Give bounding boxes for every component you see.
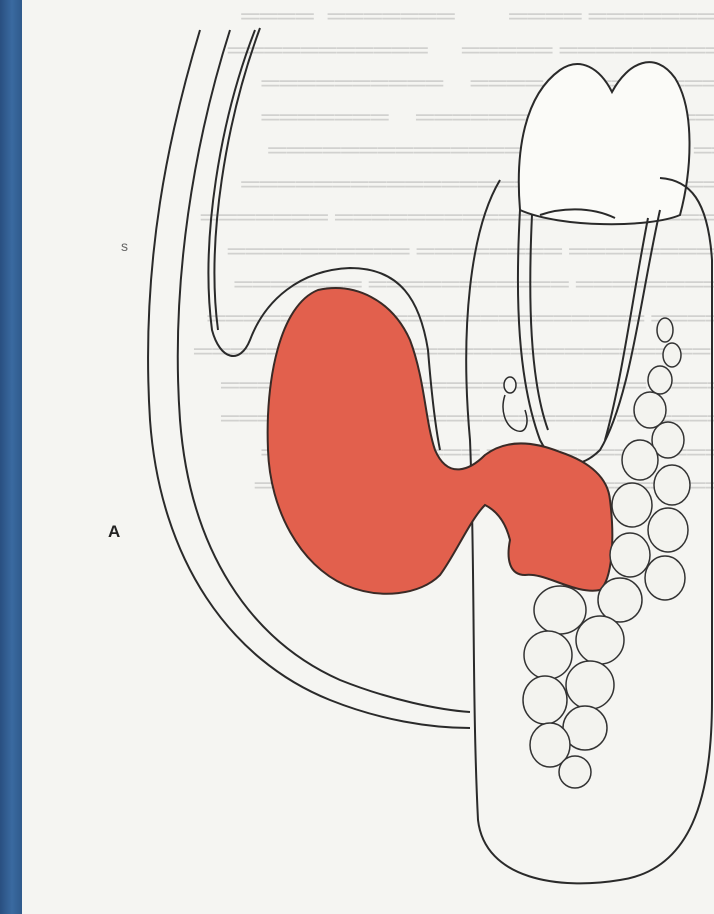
figure-page: ════ ═══════ ════ ═══════ ═══════════ ══… [22,0,714,914]
panel-label: A [108,522,120,542]
tooth-crown [519,62,690,224]
duct-opening [503,377,527,431]
stray-mark: s [121,238,128,254]
lesion-red-region [268,288,613,594]
salivary-lesion-diagram [22,0,714,914]
